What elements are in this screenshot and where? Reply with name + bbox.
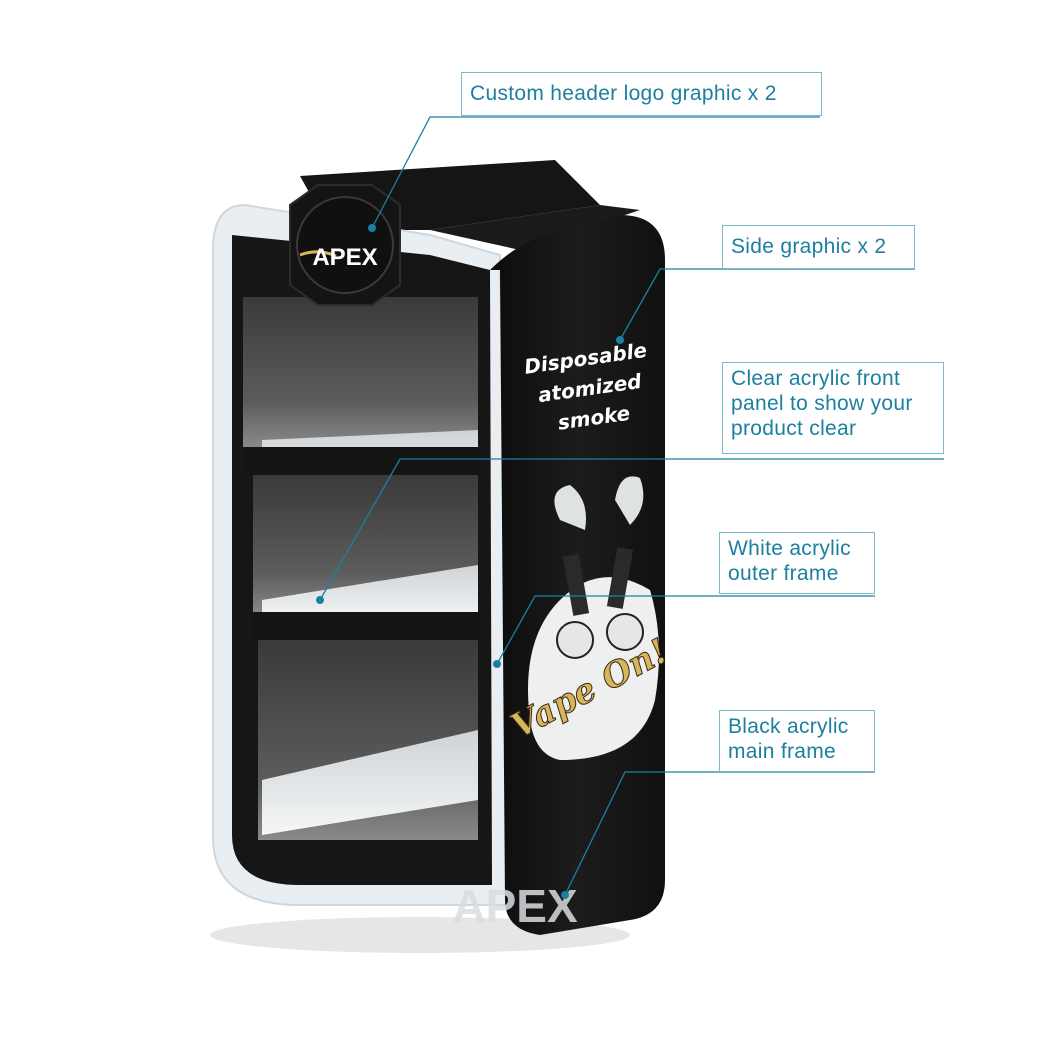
dot-white-frame: [493, 660, 501, 668]
callout-white-frame: White acrylic outer frame: [719, 532, 875, 594]
leader-side-graphic: [619, 268, 915, 341]
leader-header-logo: [371, 116, 820, 229]
callout-black-frame: Black acrylic main frame: [719, 710, 875, 772]
header-badge: APEX: [289, 184, 401, 306]
compartment-bottom: [258, 640, 478, 840]
compartment-middle: [253, 475, 478, 622]
leader-black-frame: [564, 771, 875, 896]
shelf-divider-2: [253, 612, 478, 640]
callout-header-logo: Custom header logo graphic x 2: [461, 72, 822, 116]
leader-white-frame: [496, 595, 875, 665]
leader-dots: [316, 224, 624, 899]
top-deck: [430, 205, 640, 250]
dot-side-graphic: [616, 336, 624, 344]
leader-lines: [319, 116, 944, 896]
dot-clear-panel: [316, 596, 324, 604]
shelf-divider-1: [243, 447, 478, 475]
dot-header-logo: [368, 224, 376, 232]
dot-black-frame: [561, 891, 569, 899]
callout-clear-panel: Clear acrylic front panel to show your p…: [722, 362, 944, 454]
watermark-text: APEX: [452, 880, 578, 932]
header-logo-text: APEX: [312, 244, 377, 271]
callout-side-graphic: Side graphic x 2: [722, 225, 915, 269]
leader-clear-panel: [319, 458, 944, 601]
